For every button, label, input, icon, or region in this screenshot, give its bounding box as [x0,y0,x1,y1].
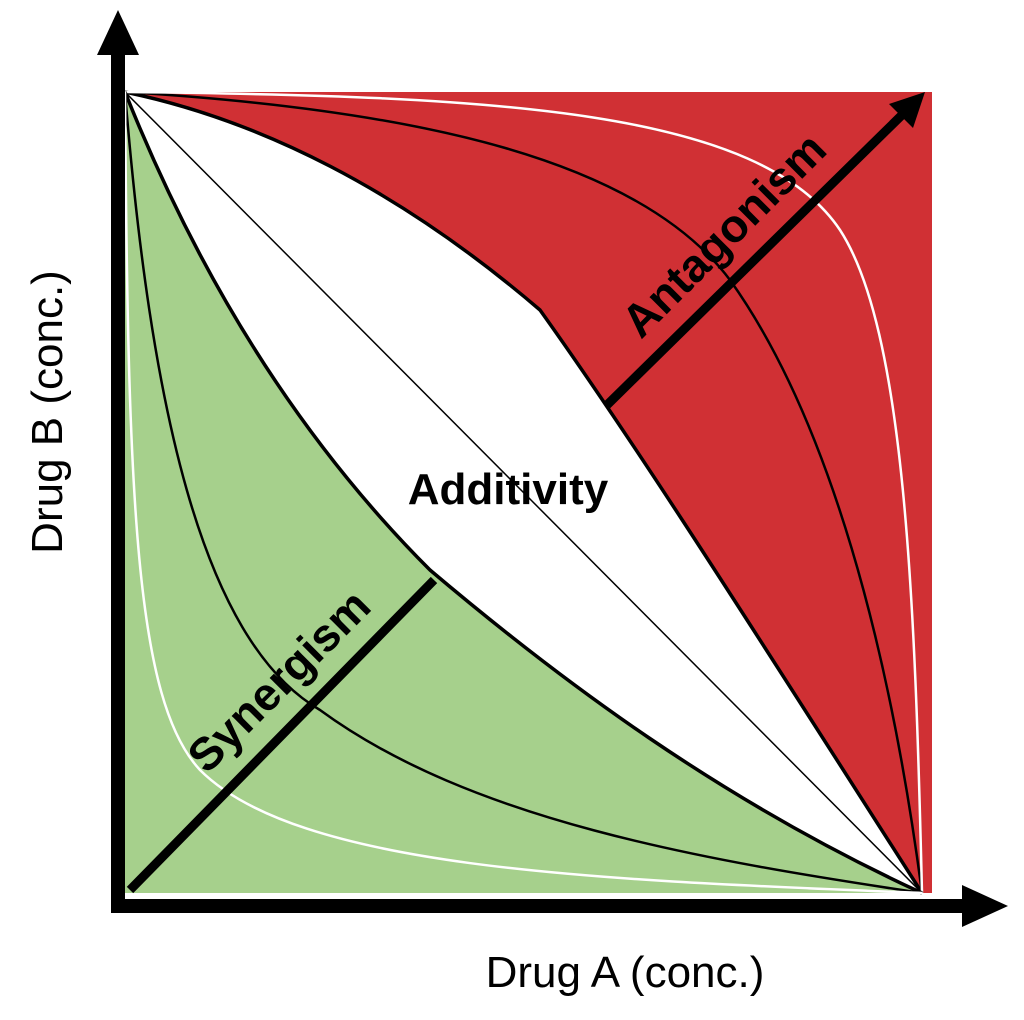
x-axis-arrow-head [962,885,1008,927]
additivity-label: Additivity [408,465,609,514]
antagonism-isobole-boundary [124,90,924,894]
y-axis-label: Drug B (conc.) [23,270,72,554]
synergism-isobole-boundary [123,91,923,895]
antagonism-region [125,92,932,893]
synergism-direction-line [126,576,438,894]
synergism-isobole-inner [123,91,923,895]
additivity-line [124,91,923,894]
antagonism-arrow-head [889,92,925,128]
x-axis-label: Drug A (conc.) [486,948,765,997]
antagonism-isobole-outer [124,90,924,894]
synergism-isobole-outer [123,91,923,895]
y-axis-arrow-head [97,10,139,55]
antagonism-arrow-shaft [603,108,909,409]
